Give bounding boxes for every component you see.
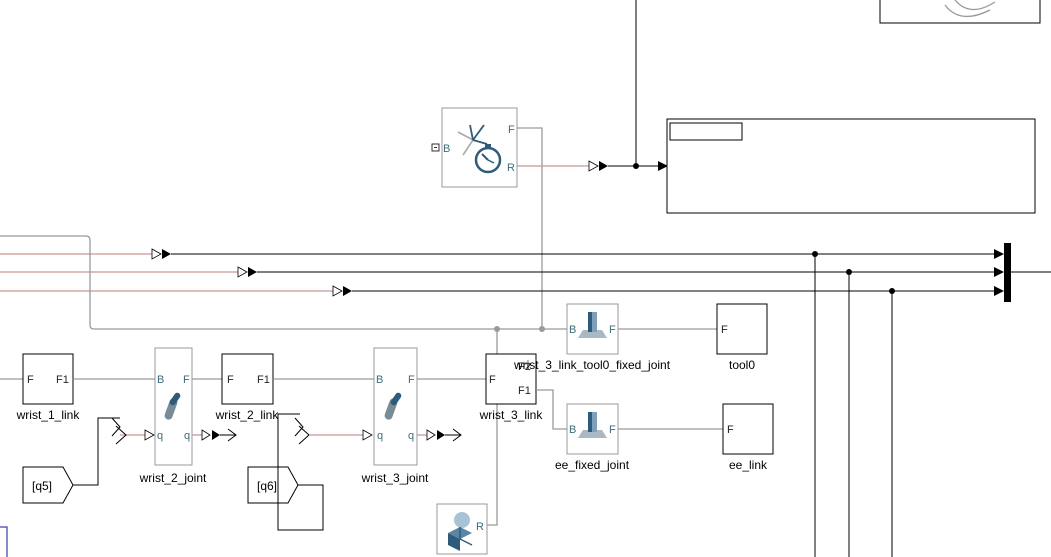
transform-sensor-block[interactable]: B F R	[431, 107, 518, 188]
sensor-port-f: F	[508, 124, 515, 136]
wrist-1-link-label: wrist_1_link	[16, 408, 81, 422]
wrist-2-joint-block[interactable]: B F q q	[154, 347, 193, 466]
ee-fixed-joint-port-b: B	[569, 424, 576, 436]
connection-trunk[interactable]	[0, 235, 567, 330]
wrist-3-joint-port-q-in: q	[377, 430, 383, 442]
scope-block-fragment[interactable]	[879, 0, 1041, 24]
wrist-2-joint-port-f: F	[183, 374, 190, 386]
partial-block-edge[interactable]	[0, 526, 8, 557]
wrist-2-link-label: wrist_2_link	[215, 408, 280, 422]
weld-joint-icon	[578, 312, 607, 338]
wrist-3-joint-port-q-out: q	[408, 430, 414, 442]
goto-q6-tag: [q6]	[257, 479, 277, 493]
tool0-block[interactable]: F	[716, 303, 768, 355]
connection-sensor-f[interactable]	[517, 127, 543, 329]
weld-joint-icon	[578, 412, 607, 438]
wrist-3-link-port-f2: F2	[518, 361, 531, 373]
wrist-2-joint-port-b: B	[157, 374, 164, 386]
ps-converter-icon	[111, 417, 127, 445]
wrist-3-link-port-f1: F1	[518, 385, 531, 397]
world-frame-icon	[448, 512, 473, 551]
wrist-3-link-port-f: F	[489, 374, 496, 386]
wrist-1-link-block[interactable]: F F1	[22, 353, 74, 405]
sensor-port-b: B	[443, 143, 450, 155]
ps-converter-icon-2	[294, 417, 310, 445]
tool0-port-f: F	[721, 324, 728, 336]
wrist-2-joint-port-q-out: q	[184, 430, 190, 442]
ee-link-label: ee_link	[729, 458, 768, 472]
ee-link-port-f: F	[727, 424, 734, 436]
signal-bus-lines[interactable]	[0, 248, 1051, 297]
revolute-joint-icon	[164, 392, 181, 420]
wrist-1-link-port-f: F	[27, 374, 34, 386]
revolute-joint-icon	[384, 392, 402, 420]
tool0-label: tool0	[729, 358, 755, 372]
wrist-1-link-port-f1: F1	[56, 374, 69, 386]
goto-q5-block[interactable]: [q5]	[22, 466, 74, 504]
stopwatch-icon	[474, 144, 502, 174]
ee-fixed-joint-label: ee_fixed_joint	[555, 458, 630, 472]
wrist-3-joint-label: wrist_3_joint	[361, 471, 429, 485]
wrist-2-link-port-f1: F1	[257, 374, 270, 386]
tool0-fixed-joint-port-f: F	[609, 324, 616, 336]
goto-q5-tag: [q5]	[32, 479, 52, 493]
wrist-2-link-port-f: F	[227, 374, 234, 386]
wrist-3-link-label: wrist_3_link	[479, 408, 544, 422]
world-frame-block[interactable]: R	[436, 503, 488, 555]
branch-point	[633, 163, 639, 169]
wrist-2-joint-label: wrist_2_joint	[139, 471, 207, 485]
tool0-fixed-joint-label: wrist_3_link_tool0_fixed_joint	[513, 358, 671, 372]
frame-axes-icon	[457, 124, 488, 156]
ee-link-block[interactable]: F	[722, 403, 774, 455]
world-frame-port-r: R	[476, 521, 484, 533]
wrist-3-joint-port-b: B	[376, 374, 383, 386]
wrist-2-link-block[interactable]: F F1	[221, 353, 274, 405]
wrist-3-joint-port-f: F	[408, 374, 415, 386]
ee-fixed-joint-port-f: F	[609, 424, 616, 436]
mux-block[interactable]	[1004, 243, 1011, 302]
wrist-3-joint-block[interactable]: B F q q	[373, 347, 418, 466]
display-block[interactable]	[666, 118, 1036, 214]
ee-fixed-joint-block[interactable]: B F	[566, 403, 619, 455]
bus-branch-lines[interactable]	[812, 251, 895, 557]
tool0-fixed-joint-port-b: B	[569, 324, 576, 336]
tool0-fixed-joint-block[interactable]: B F	[566, 303, 619, 355]
wrist-2-joint-port-q-in: q	[157, 430, 163, 442]
goto-q6-block[interactable]: [q6]	[247, 466, 299, 504]
sensor-port-r: R	[507, 162, 515, 174]
wrist-3-link-block[interactable]: F F2 F1	[485, 353, 537, 405]
